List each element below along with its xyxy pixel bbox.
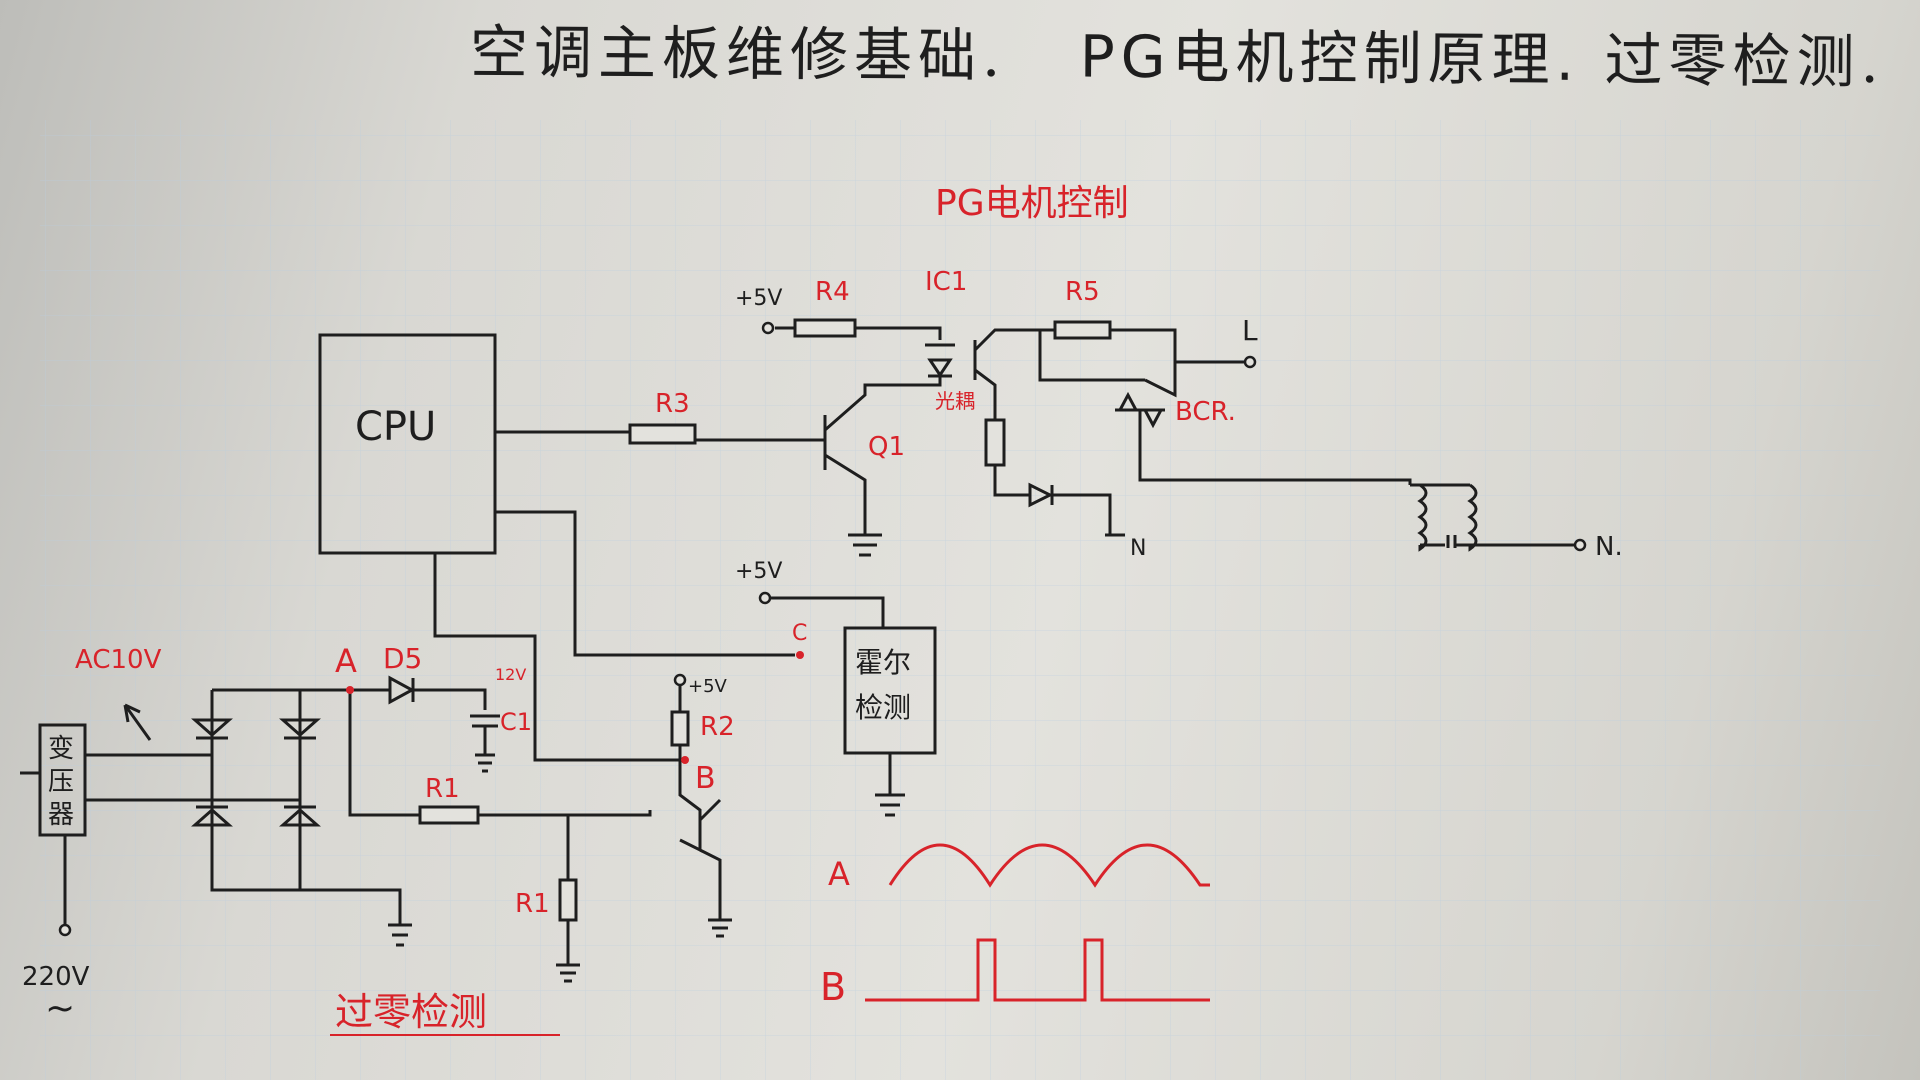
transformer-line3: 器 xyxy=(48,800,74,830)
zero-cross-footer: 过零检测 xyxy=(335,990,487,1034)
page-title: 空调主板维修基础. PG电机控制原理. 过零检测. xyxy=(469,5,1885,99)
transformer-line1: 变 xyxy=(48,734,74,764)
r4-label: R4 xyxy=(815,277,850,307)
zero-cross-supply-5v: +5V xyxy=(688,676,728,697)
point-a-label: A xyxy=(335,642,357,680)
waveform-a xyxy=(888,843,1210,888)
transformer-line2: 压 xyxy=(48,767,74,797)
resistor-r2 xyxy=(670,710,690,747)
point-c-label: C xyxy=(792,621,807,646)
optocoupler-note: 光耦 xyxy=(935,389,975,413)
r5-label: R5 xyxy=(1065,277,1100,307)
wires xyxy=(20,326,1575,983)
hall-supply-5v: +5V xyxy=(735,559,782,584)
motor-supply-5v: +5V xyxy=(735,286,782,311)
d5-label: D5 xyxy=(383,642,422,675)
line-l-label: L xyxy=(1242,314,1258,347)
waveform-b xyxy=(865,938,1210,1002)
c1-label: C1 xyxy=(500,708,532,736)
r3-label: R3 xyxy=(655,389,690,419)
terminals xyxy=(58,321,1587,937)
resistor-r1-vertical xyxy=(558,878,578,922)
ac-symbol: ~ xyxy=(45,988,75,1029)
bcr-label: BCR. xyxy=(1175,397,1236,427)
nodes-red xyxy=(346,651,804,764)
resistor-opto xyxy=(984,418,1006,467)
resistor-r1-horizontal xyxy=(418,805,480,825)
v12-label: 12V xyxy=(495,665,526,684)
hall-label-line1: 霍尔 xyxy=(855,646,911,679)
cpu-label: CPU xyxy=(355,404,436,450)
ac10v-arrow xyxy=(123,703,152,741)
resistor-r3 xyxy=(628,423,697,445)
input-220v-label: 220V xyxy=(22,962,90,992)
point-b-label: B xyxy=(695,761,716,796)
resistors xyxy=(418,318,1112,922)
grid-paper xyxy=(40,120,1880,1080)
waveform-b-label: B xyxy=(820,965,846,1009)
cpu-block xyxy=(318,333,497,555)
ic1-label: IC1 xyxy=(925,267,967,297)
hall-label-line2: 检测 xyxy=(855,691,911,724)
neutral-2-label: N. xyxy=(1595,532,1623,562)
ac10v-label: AC10V xyxy=(75,645,162,675)
r1-bottom-label: R1 xyxy=(515,889,550,919)
r1-top-label: R1 xyxy=(425,774,460,804)
resistor-r4 xyxy=(793,318,857,338)
resistor-r5 xyxy=(1053,320,1112,340)
diode-n-branch xyxy=(1028,482,1054,508)
r2-label: R2 xyxy=(700,712,735,742)
motor-heading: PG电机控制 xyxy=(935,183,1129,224)
title-part-1: 空调主板维修基础. xyxy=(469,18,1007,90)
neutral-1-label: N xyxy=(1130,536,1146,561)
title-part-2: PG电机控制原理. xyxy=(1079,22,1581,94)
title-part-3: 过零检测. xyxy=(1604,26,1886,97)
waveform-a-label: A xyxy=(828,855,850,893)
q1-label: Q1 xyxy=(868,432,905,462)
